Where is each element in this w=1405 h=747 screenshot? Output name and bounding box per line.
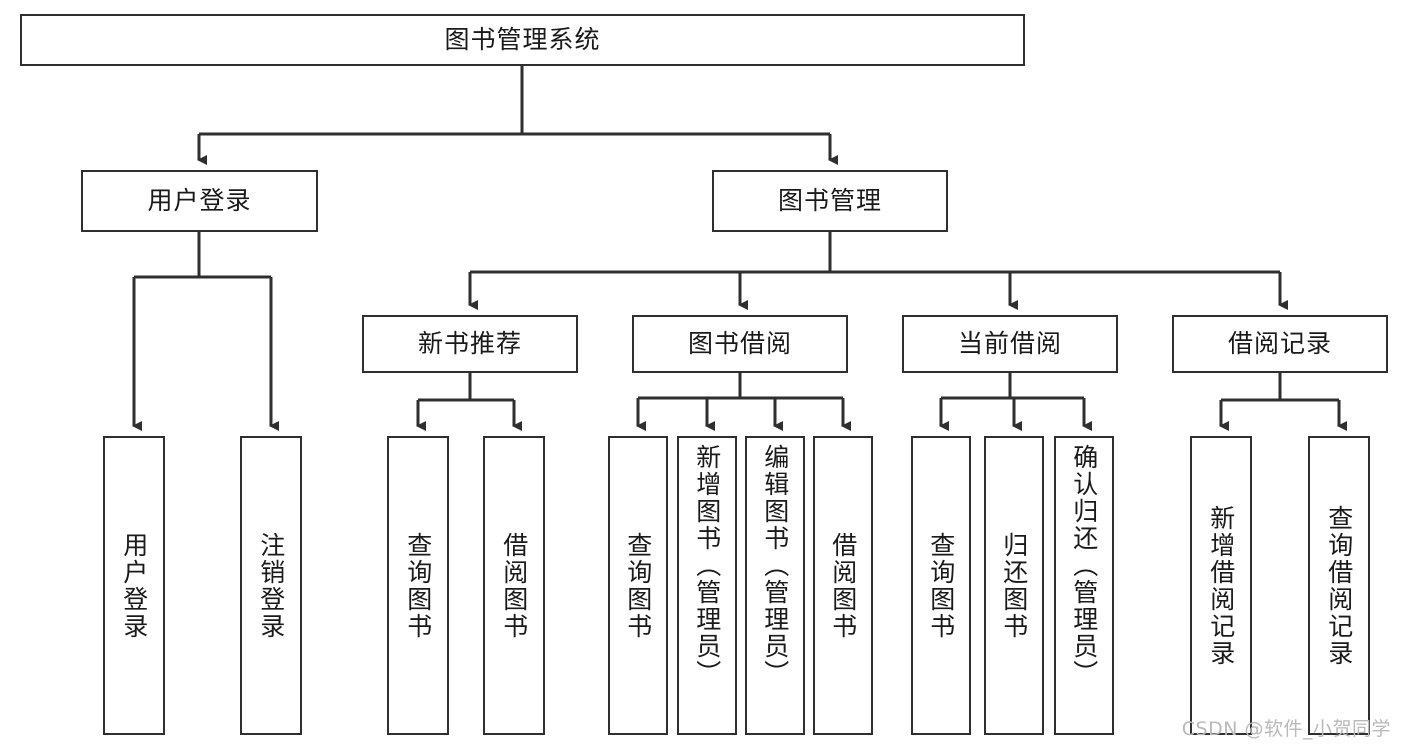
- node-leaf-return-book[interactable]: 归还图书: [984, 436, 1044, 735]
- node-leaf-edit-book-admin-label: 编辑图书（管理员）: [760, 444, 790, 687]
- node-user-login[interactable]: 用户登录: [81, 170, 318, 232]
- node-leaf-return-book-label: 归还图书: [999, 531, 1029, 640]
- node-leaf-query-book-borrow-label: 查询图书: [623, 531, 653, 640]
- node-new-book-recommend-label: 新书推荐: [417, 329, 522, 359]
- node-leaf-borrow-book-borrow[interactable]: 借阅图书: [813, 436, 873, 735]
- node-leaf-edit-book-admin[interactable]: 编辑图书（管理员）: [745, 436, 805, 735]
- node-leaf-query-book-rec-label: 查询图书: [403, 531, 433, 640]
- node-leaf-query-borrow-record[interactable]: 查询借阅记录: [1308, 436, 1370, 735]
- node-current-borrow-label: 当前借阅: [957, 329, 1062, 359]
- watermark-text: CSDN @软件_小贺同学: [1181, 718, 1391, 740]
- node-leaf-confirm-return-admin-label: 确认归还（管理员）: [1069, 444, 1099, 687]
- node-leaf-query-book-current[interactable]: 查询图书: [911, 436, 971, 735]
- node-leaf-add-book-admin[interactable]: 新增图书（管理员）: [677, 436, 737, 735]
- node-leaf-user-login-label: 用户登录: [119, 531, 149, 640]
- node-borrow-record[interactable]: 借阅记录: [1172, 315, 1388, 373]
- node-current-borrow[interactable]: 当前借阅: [902, 315, 1118, 373]
- node-leaf-query-book-current-label: 查询图书: [926, 531, 956, 640]
- node-leaf-query-book-rec[interactable]: 查询图书: [387, 436, 449, 735]
- node-leaf-add-borrow-record-label: 新增借阅记录: [1206, 504, 1236, 667]
- node-leaf-add-borrow-record[interactable]: 新增借阅记录: [1190, 436, 1252, 735]
- node-borrow-record-label: 借阅记录: [1227, 329, 1332, 359]
- node-leaf-query-borrow-record-label: 查询借阅记录: [1324, 504, 1354, 667]
- node-leaf-borrow-book-rec-label: 借阅图书: [499, 531, 529, 640]
- node-leaf-confirm-return-admin[interactable]: 确认归还（管理员）: [1054, 436, 1114, 735]
- node-leaf-query-book-borrow[interactable]: 查询图书: [608, 436, 668, 735]
- node-book-management-label: 图书管理: [777, 186, 882, 216]
- node-book-borrow-label: 图书借阅: [687, 329, 792, 359]
- node-leaf-add-book-admin-label: 新增图书（管理员）: [692, 444, 722, 687]
- node-leaf-logout[interactable]: 注销登录: [240, 436, 302, 735]
- node-root[interactable]: 图书管理系统: [20, 14, 1025, 66]
- node-user-login-label: 用户登录: [147, 186, 252, 216]
- node-leaf-user-login[interactable]: 用户登录: [103, 436, 165, 735]
- node-leaf-logout-label: 注销登录: [256, 531, 286, 640]
- node-leaf-borrow-book-rec[interactable]: 借阅图书: [483, 436, 545, 735]
- node-book-management[interactable]: 图书管理: [712, 170, 948, 232]
- node-new-book-recommend[interactable]: 新书推荐: [362, 315, 578, 373]
- node-leaf-borrow-book-borrow-label: 借阅图书: [828, 531, 858, 640]
- node-root-label: 图书管理系统: [444, 25, 601, 55]
- node-book-borrow[interactable]: 图书借阅: [632, 315, 848, 373]
